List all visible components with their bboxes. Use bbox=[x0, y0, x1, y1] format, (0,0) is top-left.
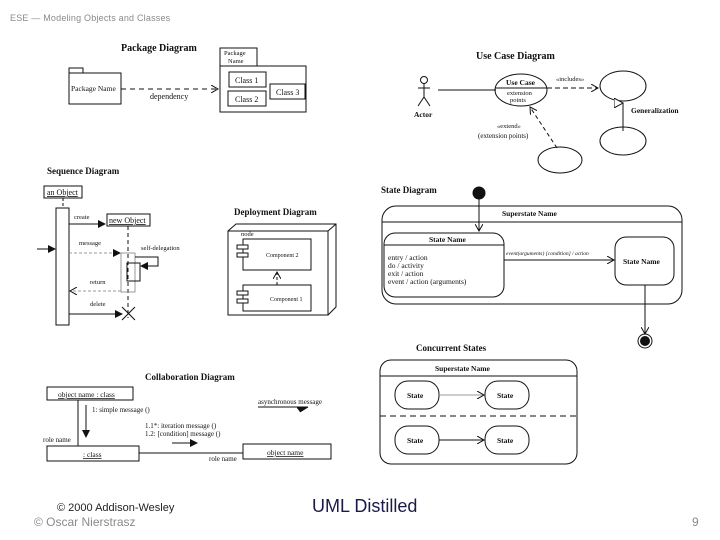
state-label-3: State bbox=[407, 436, 424, 445]
state-name-box bbox=[383, 232, 505, 298]
destroy-x-icon bbox=[121, 306, 136, 321]
concurrent-states-diagram: Concurrent States Superstate Name State … bbox=[379, 343, 578, 465]
state-name-label: State Name bbox=[429, 235, 467, 244]
self-delegation-activation bbox=[126, 262, 141, 282]
node-label: node bbox=[241, 231, 254, 238]
transition-label: event(arguments) [condition] / action bbox=[506, 250, 589, 257]
collaboration-title: Collaboration Diagram bbox=[145, 372, 235, 382]
message-label: message bbox=[79, 240, 101, 247]
self-delegation-arrow bbox=[135, 256, 159, 270]
concurrent-superstate-box bbox=[379, 359, 578, 465]
superstate-box bbox=[381, 205, 683, 305]
package-diagram-title: Package Diagram bbox=[121, 43, 197, 54]
component-1-label: Component 1 bbox=[270, 297, 303, 303]
return-label: return bbox=[90, 279, 106, 286]
class-3-box bbox=[269, 83, 306, 100]
activity-do: do / activity bbox=[388, 261, 424, 270]
extend-label: «extend» bbox=[497, 123, 521, 130]
author-copyright: © Oscar Nierstrasz bbox=[34, 515, 136, 529]
use-case-diagram: Use Case Diagram Actor Use Case extensio… bbox=[414, 51, 679, 174]
new-object-activation bbox=[120, 252, 136, 293]
state-box-4 bbox=[484, 425, 530, 455]
deployment-diagram: Deployment Diagram node Component 2 Comp… bbox=[227, 207, 337, 316]
class-2-box bbox=[227, 90, 267, 107]
state-diagram: State Diagram Superstate Name State Name… bbox=[381, 185, 683, 349]
initial-state-icon bbox=[472, 186, 486, 200]
self-delegation-label: self-delegation bbox=[141, 245, 180, 252]
page-number: 9 bbox=[692, 515, 699, 529]
state-box-2 bbox=[484, 380, 530, 410]
package-diagram: Package Diagram Package Name dependency … bbox=[68, 43, 307, 113]
state-label-2: State bbox=[497, 391, 514, 400]
use-case-label: Use Case bbox=[506, 78, 536, 87]
extension-line2: points bbox=[510, 97, 526, 104]
dependency-label: dependency bbox=[150, 92, 188, 101]
class-label: : class bbox=[83, 450, 102, 459]
extend-points-label: (extension points) bbox=[478, 132, 529, 140]
new-object-label: new Object bbox=[109, 216, 146, 225]
iteration-message-label: 1.1*: iteration message () bbox=[145, 422, 217, 430]
use-case-ellipse bbox=[494, 73, 548, 107]
actor-label: Actor bbox=[414, 110, 433, 119]
condition-message-label: 1.2: [condition] message () bbox=[145, 430, 221, 438]
included-use-case bbox=[599, 70, 647, 102]
extend-arrow bbox=[530, 107, 558, 149]
package-tab bbox=[68, 67, 84, 74]
package-right-tab-line2: Name bbox=[228, 58, 244, 65]
object-class-label: object name : class bbox=[58, 390, 115, 399]
component-2-label: Component 2 bbox=[266, 253, 299, 259]
activity-entry: entry / action bbox=[388, 253, 428, 262]
state-label-4: State bbox=[497, 436, 514, 445]
state-label-1: State bbox=[407, 391, 424, 400]
class-1-box bbox=[228, 71, 267, 88]
activity-exit: exit / action bbox=[388, 269, 424, 278]
use-case-title: Use Case Diagram bbox=[476, 51, 556, 62]
generalization-label: Generalization bbox=[631, 106, 679, 115]
package-right bbox=[219, 65, 307, 113]
role-name-right-label: role name bbox=[209, 455, 237, 463]
includes-label: «includes» bbox=[556, 76, 584, 83]
component-1-box bbox=[242, 284, 312, 312]
class-2-label: Class 2 bbox=[235, 95, 258, 104]
concurrent-states-title: Concurrent States bbox=[416, 343, 487, 353]
package-left-label: Package Name bbox=[71, 84, 116, 93]
simple-message-label: 1: simple message () bbox=[92, 406, 150, 414]
create-label: create bbox=[74, 214, 90, 221]
object-name-label: object name bbox=[267, 448, 304, 457]
activation-bar bbox=[55, 207, 70, 326]
state-diagram-title: State Diagram bbox=[381, 185, 437, 195]
async-message-label: asynchronous message bbox=[258, 398, 322, 406]
object-class-box bbox=[46, 386, 134, 401]
role-name-left-label: role name bbox=[43, 436, 71, 444]
collaboration-diagram: Collaboration Diagram object name : clas… bbox=[43, 372, 332, 463]
deployment-title: Deployment Diagram bbox=[234, 207, 317, 217]
extending-use-case bbox=[537, 146, 583, 174]
actor-icon bbox=[417, 76, 431, 107]
target-state-label: State Name bbox=[623, 257, 661, 266]
extension-line1: extension bbox=[507, 90, 533, 97]
concurrent-superstate-label: Superstate Name bbox=[435, 364, 490, 373]
activity-event: event / action (arguments) bbox=[388, 277, 467, 286]
slide-header: ESE — Modeling Objects and Classes bbox=[10, 13, 171, 23]
class-3-label: Class 3 bbox=[276, 88, 299, 97]
class-1-label: Class 1 bbox=[235, 76, 258, 85]
object-name-box bbox=[242, 443, 332, 460]
publisher-copyright: © 2000 Addison-Wesley bbox=[57, 502, 175, 514]
node-box bbox=[227, 230, 329, 316]
sequence-title: Sequence Diagram bbox=[47, 166, 120, 176]
final-state-icon bbox=[637, 333, 653, 349]
package-right-tab-line1: Package bbox=[224, 50, 246, 57]
delete-label: delete bbox=[90, 301, 106, 308]
book-title: UML Distilled bbox=[312, 496, 418, 516]
child-use-case bbox=[599, 126, 647, 156]
sequence-diagram: Sequence Diagram an Object create new Ob… bbox=[37, 166, 180, 326]
an-object-label: an Object bbox=[47, 188, 79, 197]
async-arrowhead-icon bbox=[296, 406, 309, 413]
superstate-label: Superstate Name bbox=[502, 209, 557, 218]
